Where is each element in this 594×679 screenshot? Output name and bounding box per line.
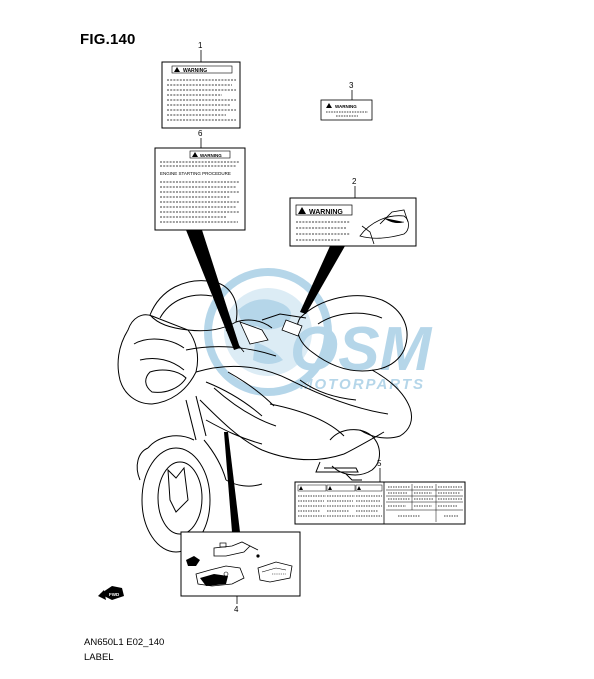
- label-5: [294, 481, 466, 525]
- callout-1-number: 1: [198, 41, 203, 50]
- label-4: [180, 531, 301, 597]
- label-1-warning-text: WARNING: [183, 68, 207, 74]
- callout-3-number: 3: [349, 81, 354, 90]
- label-2: WARNING: [289, 197, 417, 247]
- fwd-arrow-icon: FWD: [98, 586, 124, 600]
- label-3: WARNING: [320, 99, 373, 121]
- callout-target-marks: [225, 319, 303, 353]
- fwd-text: FWD: [109, 592, 120, 597]
- figure-name: LABEL: [84, 652, 114, 663]
- label-6-engine-start-text: ENGINE STARTING PROCEDURE: [160, 171, 231, 176]
- callout-4: 4: [234, 596, 239, 614]
- callout-6: 6: [198, 129, 203, 148]
- watermark-logo: OSM MOTORPARTS: [204, 268, 433, 396]
- label-6: WARNING ENGINE STARTING PROCEDURE: [154, 147, 246, 231]
- callout-2-number: 2: [352, 177, 357, 186]
- watermark-brand: OSM: [290, 315, 433, 384]
- callout-3: 3: [349, 81, 354, 100]
- callout-6-number: 6: [198, 129, 203, 138]
- label-3-warning-text: WARNING: [335, 104, 357, 109]
- label-6-warning-text: WARNING: [200, 153, 222, 158]
- callout-5-number: 5: [377, 459, 382, 468]
- figure-title: FIG.140: [80, 31, 136, 48]
- callout-4-number: 4: [234, 605, 239, 614]
- leader-wedges: [186, 230, 345, 532]
- callout-5: 5: [377, 459, 382, 482]
- callout-2: 2: [352, 177, 357, 198]
- callout-1: 1: [198, 41, 203, 62]
- watermark-subtitle: MOTORPARTS: [300, 376, 425, 393]
- scooter-outline: [117, 280, 413, 553]
- label-1: WARNING: [161, 61, 241, 129]
- label-2-warning-text: WARNING: [309, 209, 343, 216]
- figure-code: AN650L1 E02_140: [84, 637, 165, 648]
